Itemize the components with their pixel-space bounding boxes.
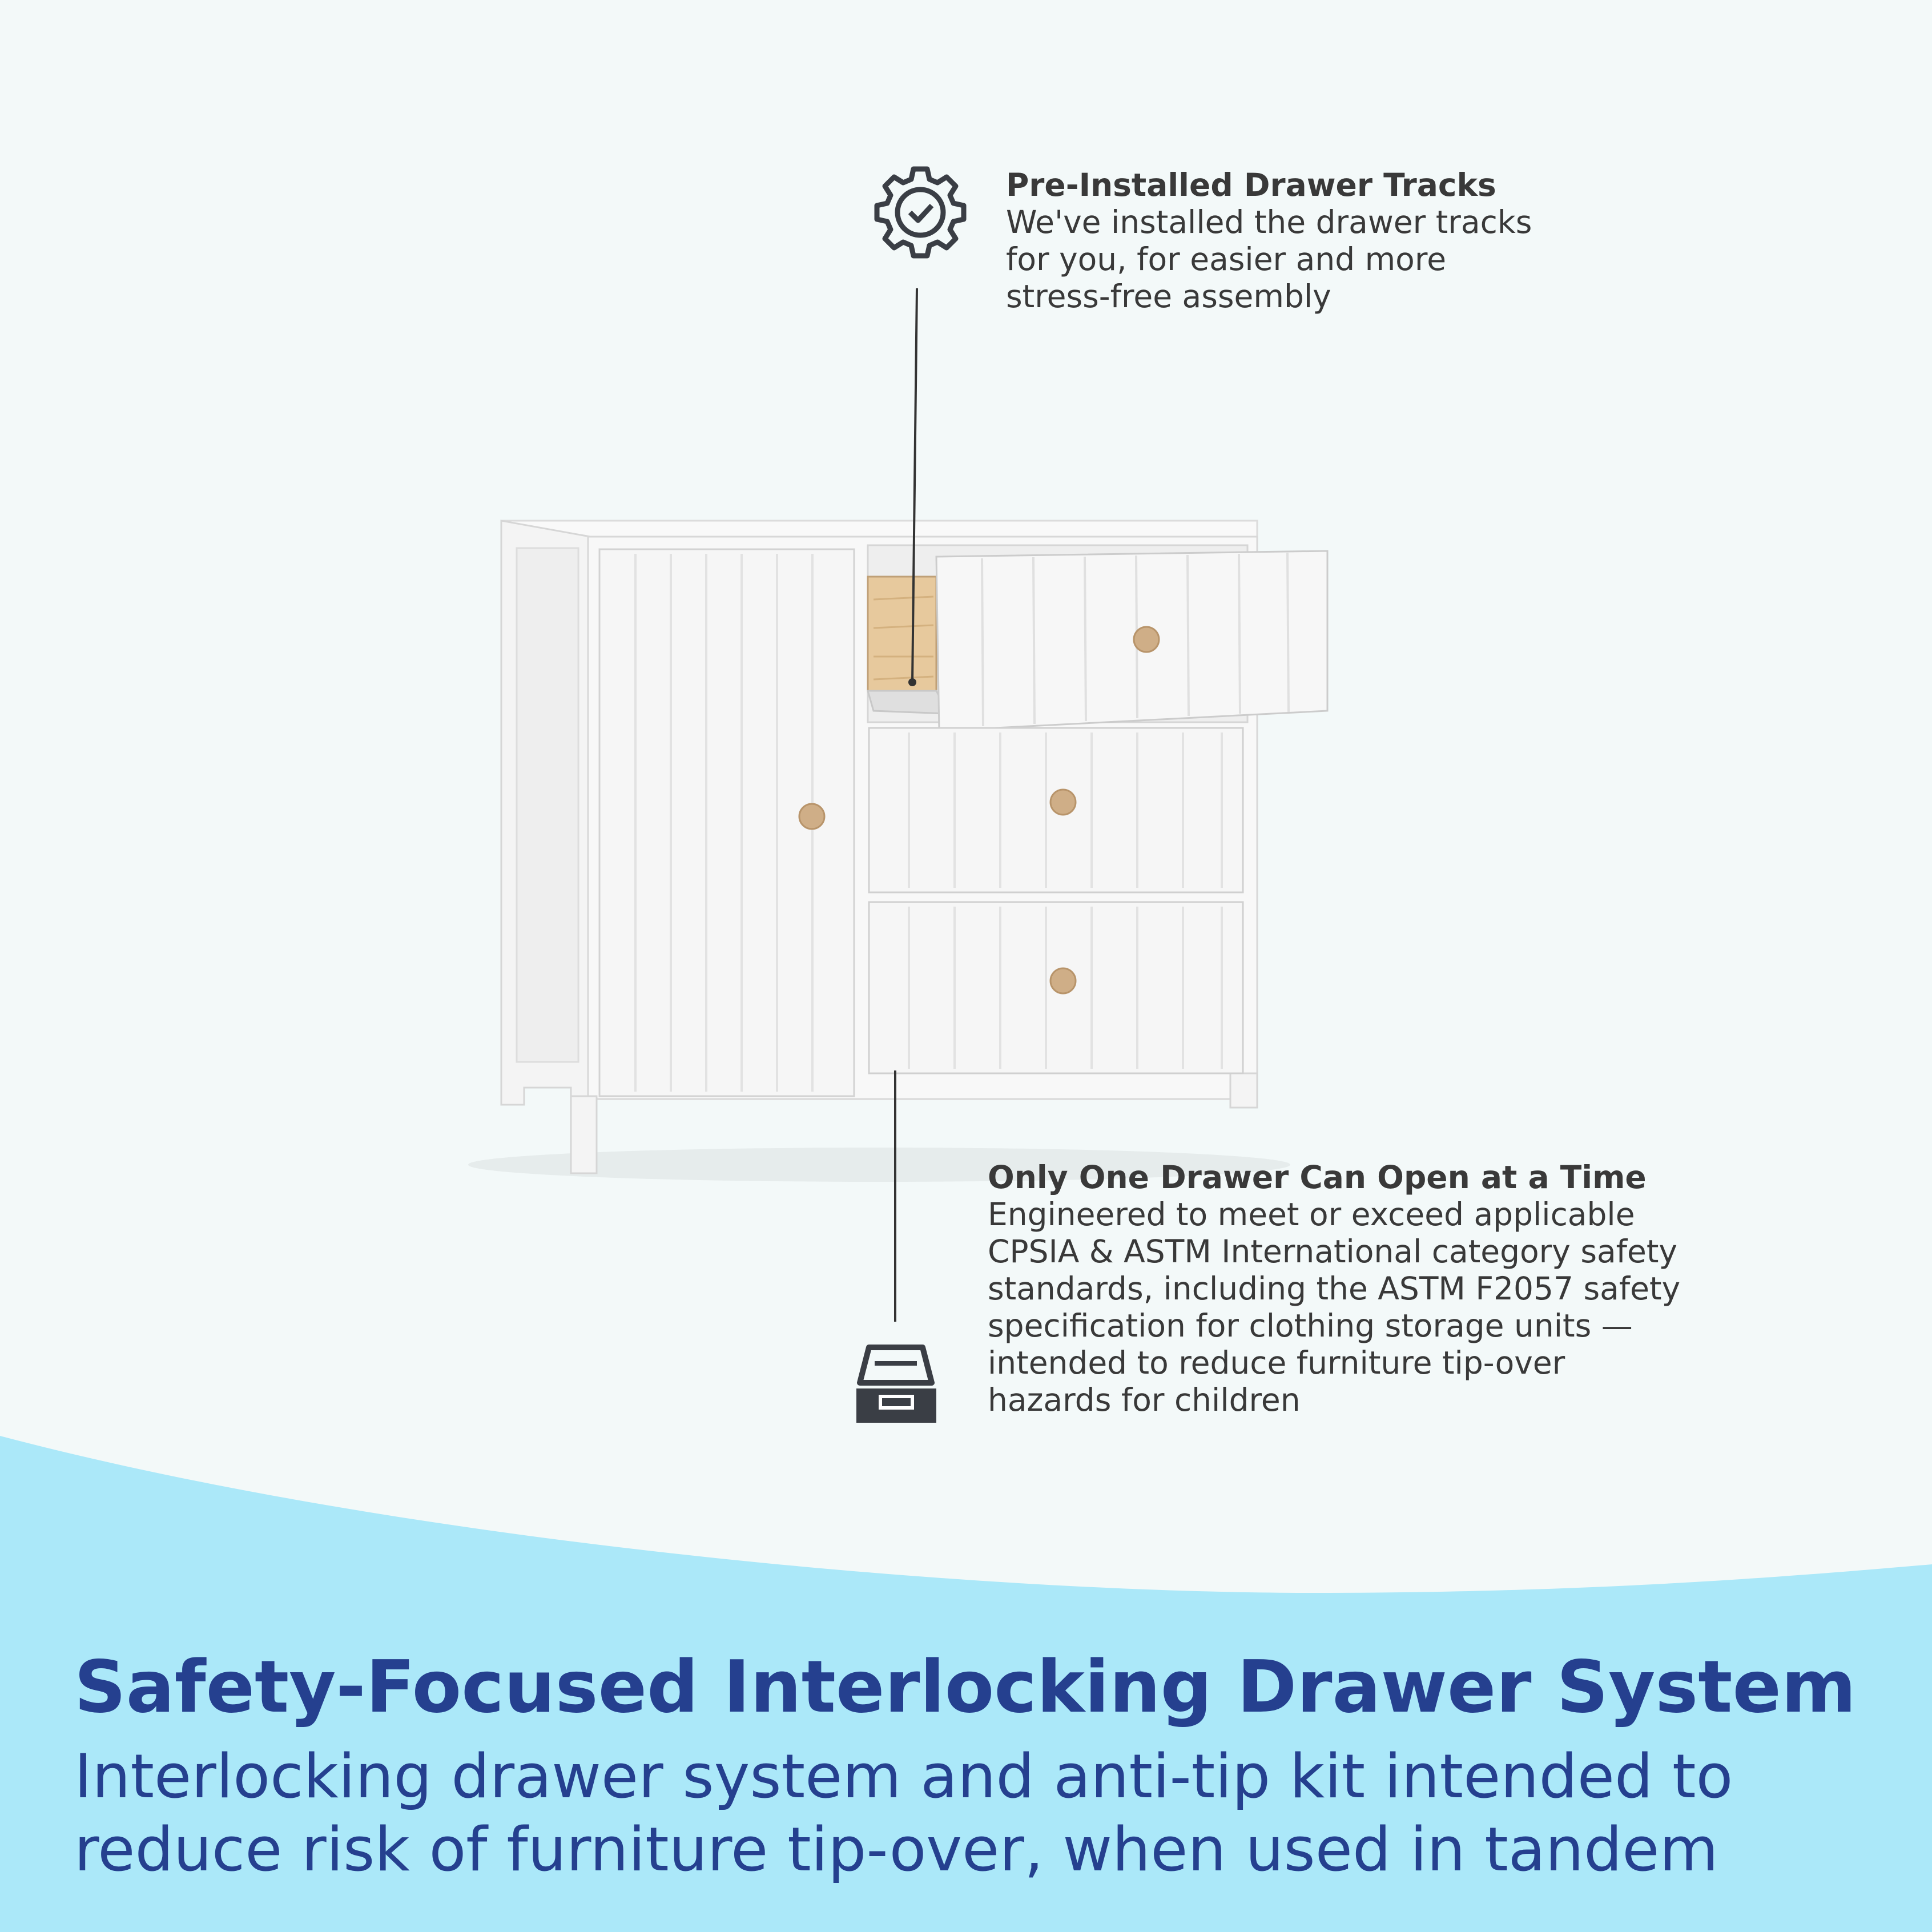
cabinet-leg-front-left — [570, 1095, 598, 1174]
callout-title: Pre-Installed Drawer Tracks — [1006, 167, 1496, 203]
top-drawer-knob — [1133, 626, 1160, 653]
middle-drawer-grooves — [908, 732, 1223, 888]
callout-one-drawer-open: Only One Drawer Can Open at a Time Engin… — [988, 1159, 1741, 1419]
bottom-drawer-knob — [1049, 967, 1077, 995]
wave-shape — [0, 1436, 1932, 1932]
callout-body: Engineered to meet or exceed applicable … — [988, 1196, 1681, 1418]
bottom-drawer-grooves — [908, 907, 1223, 1069]
floor-shadow — [468, 1148, 1290, 1182]
side-panel-inset — [516, 547, 579, 1063]
open-drawer-icon — [856, 1345, 936, 1423]
top-drawer-front — [935, 550, 1329, 732]
cabinet-leg-front-right — [1229, 1072, 1258, 1109]
banner-subheadline: Interlocking drawer system and anti-tip … — [74, 1741, 1733, 1885]
gear-check-icon — [874, 166, 967, 259]
door-knob — [798, 803, 826, 830]
callout-title: Only One Drawer Can Open at a Time — [988, 1159, 1647, 1196]
drawer-track — [867, 690, 949, 715]
callout-pre-installed-tracks: Pre-Installed Drawer Tracks We've instal… — [1006, 167, 1634, 315]
callout-body: We've installed the drawer tracks for yo… — [1006, 204, 1532, 315]
leader-dot-tracks — [908, 678, 916, 686]
banner-headline: Safety-Focused Interlocking Drawer Syste… — [74, 1645, 1857, 1729]
open-drawer-wood-box — [867, 575, 937, 692]
leader-line-tracks — [911, 288, 918, 683]
wood-grain — [873, 595, 934, 681]
middle-drawer-knob — [1049, 788, 1077, 816]
door-grooves — [634, 554, 814, 1092]
